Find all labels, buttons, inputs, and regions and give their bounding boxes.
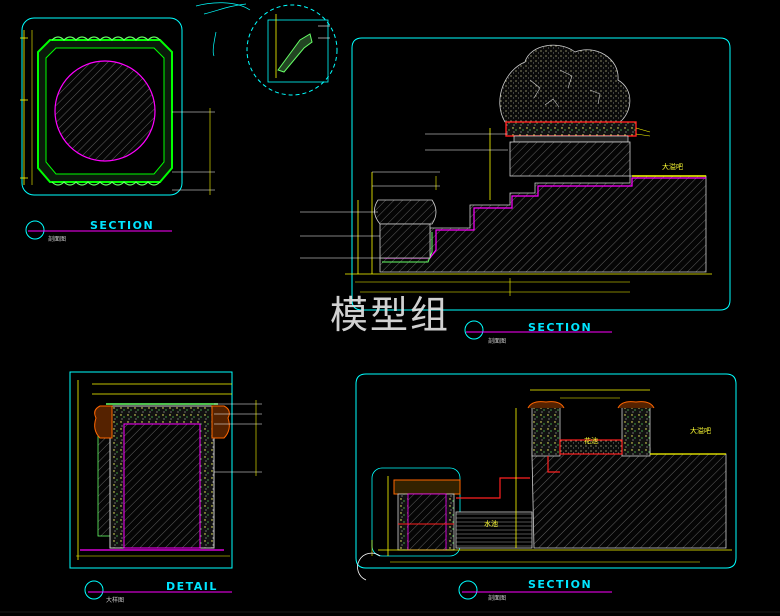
detail-bubble-cornice	[195, 2, 338, 96]
note-water: 水池	[484, 520, 498, 528]
section-view-square-planter	[20, 17, 215, 240]
view-title-section-2: SECTION	[528, 321, 593, 334]
section-view-pool-planter	[355, 373, 737, 600]
view-title-section-1: SECTION	[90, 219, 155, 232]
note-planter: 花池	[584, 437, 598, 445]
view-sublabel-4: 剖面图	[488, 595, 507, 602]
note-fountain-2: 大溢吧	[690, 427, 711, 435]
detail-view-column	[69, 371, 262, 600]
view-sublabel-3: 大样图	[106, 597, 125, 604]
view-title-section-3: SECTION	[528, 578, 593, 591]
watermark: 模型组	[330, 293, 451, 337]
note-fountain: 大溢吧	[662, 163, 683, 171]
shrub-foliage	[499, 44, 631, 123]
view-sublabel-1: 剖面图	[48, 236, 67, 243]
view-title-detail: DETAIL	[166, 580, 218, 593]
section-view-stepped-planter	[300, 37, 731, 340]
view-sublabel-2: 剖面图	[488, 338, 507, 345]
